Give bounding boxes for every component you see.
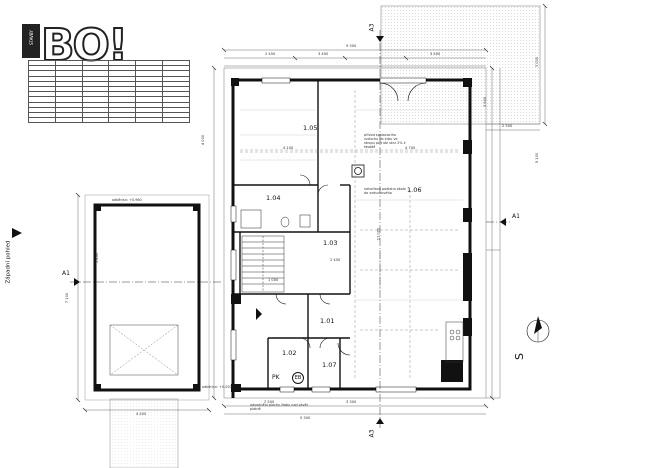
entrance-label: Západní pohled — [5, 240, 12, 284]
dim-top-a: 2 450 — [265, 52, 276, 56]
legend-cell — [81, 117, 110, 124]
dim-left-b: 7 100 — [65, 292, 70, 304]
dim-hall: 2 450 — [330, 258, 341, 262]
note-flue: přívod spalovacího vzduchu do krbu ve st… — [364, 133, 406, 149]
dimension-ticks — [75, 3, 548, 413]
garage — [84, 194, 210, 401]
dim-right-d: 3 000 — [535, 56, 540, 68]
window-openings — [230, 77, 427, 393]
dim-stair: 1 000 — [268, 278, 279, 282]
room-label-1-07: 1.07 — [322, 361, 337, 369]
note-vent: nehořlavá podlaha okolo do vzduchového — [364, 187, 406, 195]
room-label-1-01: 1.01 — [320, 317, 335, 325]
dim-bottom-a: 2 500 — [264, 400, 275, 404]
dim-right-b: 2 500 — [502, 124, 513, 128]
room-label-1-03: 1.03 — [323, 239, 338, 247]
legend-cell — [108, 117, 137, 124]
dim-bottom-c: 5 300 — [300, 416, 311, 420]
dim-right-a: 3 900 — [483, 96, 488, 108]
ceiling-beams — [240, 90, 460, 380]
dim-mid-b: 4 700 — [405, 146, 416, 150]
door-swings — [275, 82, 427, 356]
dim-top-c: 3 400 — [430, 52, 441, 56]
legend-cell — [135, 117, 164, 124]
fixture-pk: PK — [272, 374, 280, 381]
dim-mid-a: 4 100 — [283, 146, 294, 150]
dim-core: 11 000 — [376, 227, 381, 241]
section-a1-right: A1 — [512, 213, 520, 220]
legend-row — [28, 96, 190, 103]
compass — [526, 316, 550, 343]
room-label-1-06: 1.06 — [407, 186, 422, 194]
staircase — [241, 235, 285, 293]
section-a1-left: A1 — [62, 270, 70, 277]
plinth-outline — [223, 67, 540, 399]
room-legend-table — [28, 59, 190, 124]
section-arrows — [74, 36, 506, 424]
wall-columns — [231, 78, 472, 392]
dim-garage-height: 5 460 — [95, 252, 100, 264]
section-a3-bottom: A3 — [368, 429, 376, 438]
note-gutter: odvodnění plochy žlabu nad závěr platně — [250, 403, 309, 411]
entrance-marker — [12, 228, 262, 320]
north-label: S — [512, 353, 526, 360]
dim-left-a: 4 000 — [201, 134, 206, 146]
logo-sub1: STAVBY — [29, 30, 34, 45]
section-a3-top: A3 — [368, 23, 376, 32]
paving-strip — [109, 398, 179, 468]
kitchen-counter — [445, 321, 464, 363]
dimension-lines — [77, 6, 546, 415]
dim-right-c: 5 100 — [535, 152, 540, 164]
room-label-1-04: 1.04 — [266, 194, 281, 202]
note-garage-top: odběr/sn: +0.960 — [112, 198, 142, 202]
fireplace — [351, 164, 365, 178]
dim-bottom-b: 3 300 — [346, 400, 357, 404]
dim-top-b: 3 400 — [318, 52, 329, 56]
terrace-area — [380, 5, 541, 125]
legend-cell — [28, 117, 56, 124]
interior-walls — [233, 80, 351, 389]
wc-fixtures — [240, 209, 311, 229]
legend-row — [28, 117, 190, 124]
logo-sub2: FINANCE — [41, 33, 46, 51]
room-label-1-05: 1.05 — [303, 124, 318, 132]
room-label-1-02: 1.02 — [282, 349, 297, 357]
legend-cell — [54, 117, 83, 124]
hatch-lines — [240, 109, 463, 301]
fixture-eb: EB — [292, 372, 304, 384]
legend-cell — [162, 117, 190, 124]
note-garage-bottom: odběr/sn: +0.020 — [202, 385, 232, 389]
dim-top-total: 9 300 — [346, 44, 357, 48]
dim-garage-width: 4 400 — [136, 412, 147, 416]
legend-row — [28, 106, 190, 113]
